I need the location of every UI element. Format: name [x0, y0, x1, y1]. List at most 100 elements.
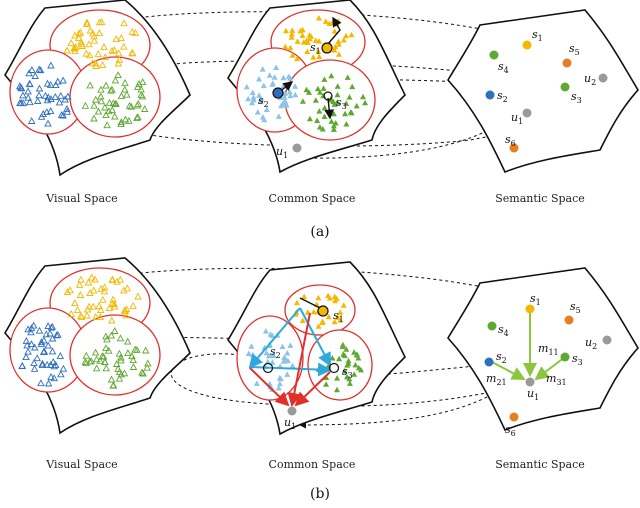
instance-triangle	[86, 81, 94, 89]
instance-triangle	[24, 325, 32, 333]
instance-triangle	[86, 289, 94, 296]
point-label: s1	[532, 28, 543, 43]
instance-triangle	[334, 314, 341, 320]
semantic-manifold	[447, 9, 639, 174]
common-space-label: Common Space	[269, 458, 356, 471]
relation-arrow	[249, 367, 290, 407]
semantic-point	[598, 73, 608, 83]
instance-triangle	[334, 83, 341, 89]
instance-triangle	[22, 336, 31, 344]
prototype-arrow	[299, 297, 321, 309]
instance-triangle	[75, 280, 84, 288]
point-label: s5	[569, 42, 580, 57]
instance-triangle	[316, 108, 323, 114]
instance-triangle	[100, 283, 109, 291]
semantic-space-label: Semantic Space	[495, 192, 585, 205]
instance-triangle	[115, 374, 124, 382]
instance-triangle	[292, 91, 299, 98]
instance-triangle	[28, 66, 36, 73]
instance-triangle	[18, 362, 26, 369]
instance-triangle	[312, 97, 319, 103]
instance-triangle	[117, 353, 125, 361]
instance-triangle	[77, 311, 85, 319]
visual-space-label: Visual Space	[45, 192, 117, 205]
instance-triangle	[342, 110, 349, 117]
instance-triangle	[321, 104, 328, 111]
yellow-instances	[63, 273, 142, 324]
instance-triangle	[116, 334, 125, 342]
point-label: u2	[585, 336, 597, 351]
instance-triangle	[260, 82, 267, 89]
blue-instances	[16, 61, 72, 127]
instance-triangle	[46, 80, 55, 88]
instance-triangle	[249, 89, 256, 95]
instance-triangle	[316, 38, 322, 44]
point-label: s3	[572, 352, 583, 367]
instance-triangle	[137, 85, 145, 93]
instance-triangle	[26, 98, 34, 106]
instance-triangle	[27, 117, 36, 124]
connection-loop	[109, 11, 529, 41]
instance-triangle	[105, 346, 113, 354]
instance-triangle	[54, 330, 62, 338]
instance-triangle	[340, 37, 347, 43]
instance-triangle	[67, 309, 75, 317]
instance-triangle	[94, 107, 103, 115]
instance-triangle	[332, 297, 339, 304]
instance-triangle	[107, 375, 116, 383]
instance-triangle	[59, 76, 67, 84]
instance-triangle	[332, 43, 339, 50]
instance-triangle	[287, 342, 294, 348]
instance-triangle	[95, 18, 104, 26]
instance-triangle	[115, 55, 124, 63]
instance-triangle	[117, 92, 126, 100]
instance-triangle	[316, 53, 323, 59]
instance-triangle	[346, 94, 353, 100]
point-label: u2	[584, 72, 596, 87]
instance-triangle	[85, 51, 94, 59]
semantic-point	[509, 412, 519, 422]
instance-triangle	[109, 381, 117, 389]
instance-triangle	[117, 34, 125, 42]
prototype-s1	[317, 305, 329, 317]
instance-triangle	[288, 34, 295, 40]
instance-triangle	[99, 352, 108, 360]
instance-triangle	[346, 380, 353, 386]
instance-triangle	[334, 91, 341, 98]
instance-triangle	[44, 379, 53, 387]
instance-triangle	[114, 364, 122, 372]
instance-triangle	[120, 42, 128, 50]
instance-triangle	[57, 111, 66, 118]
instance-triangle	[92, 355, 101, 363]
instance-triangle	[304, 48, 311, 54]
instance-triangle	[46, 360, 55, 368]
instance-triangle	[50, 362, 58, 370]
instance-triangle	[34, 97, 42, 104]
instance-triangle	[71, 43, 80, 50]
instance-triangle	[141, 346, 150, 354]
instance-triangle	[345, 357, 352, 364]
instance-triangle	[331, 293, 338, 300]
instance-triangle	[16, 99, 24, 106]
instance-triangle	[331, 101, 338, 107]
instance-triangle	[134, 292, 142, 300]
instance-triangle	[139, 369, 147, 377]
instance-triangle	[263, 106, 270, 113]
instance-triangle	[16, 82, 24, 90]
point-label: s4	[498, 323, 509, 338]
instance-triangle	[123, 284, 132, 292]
instance-triangle	[51, 92, 60, 100]
instance-triangle	[111, 76, 120, 84]
instance-triangle	[24, 87, 32, 95]
instance-triangle	[253, 380, 260, 386]
unseen-u1	[292, 143, 302, 153]
instance-triangle	[294, 55, 301, 62]
instance-triangle	[314, 85, 321, 92]
instance-triangle	[63, 288, 72, 295]
instance-triangle	[282, 90, 288, 96]
instance-triangle	[320, 85, 327, 91]
instance-triangle	[331, 47, 338, 53]
instance-triangle	[339, 341, 346, 348]
instance-triangle	[320, 92, 327, 99]
instance-triangle	[102, 332, 110, 340]
